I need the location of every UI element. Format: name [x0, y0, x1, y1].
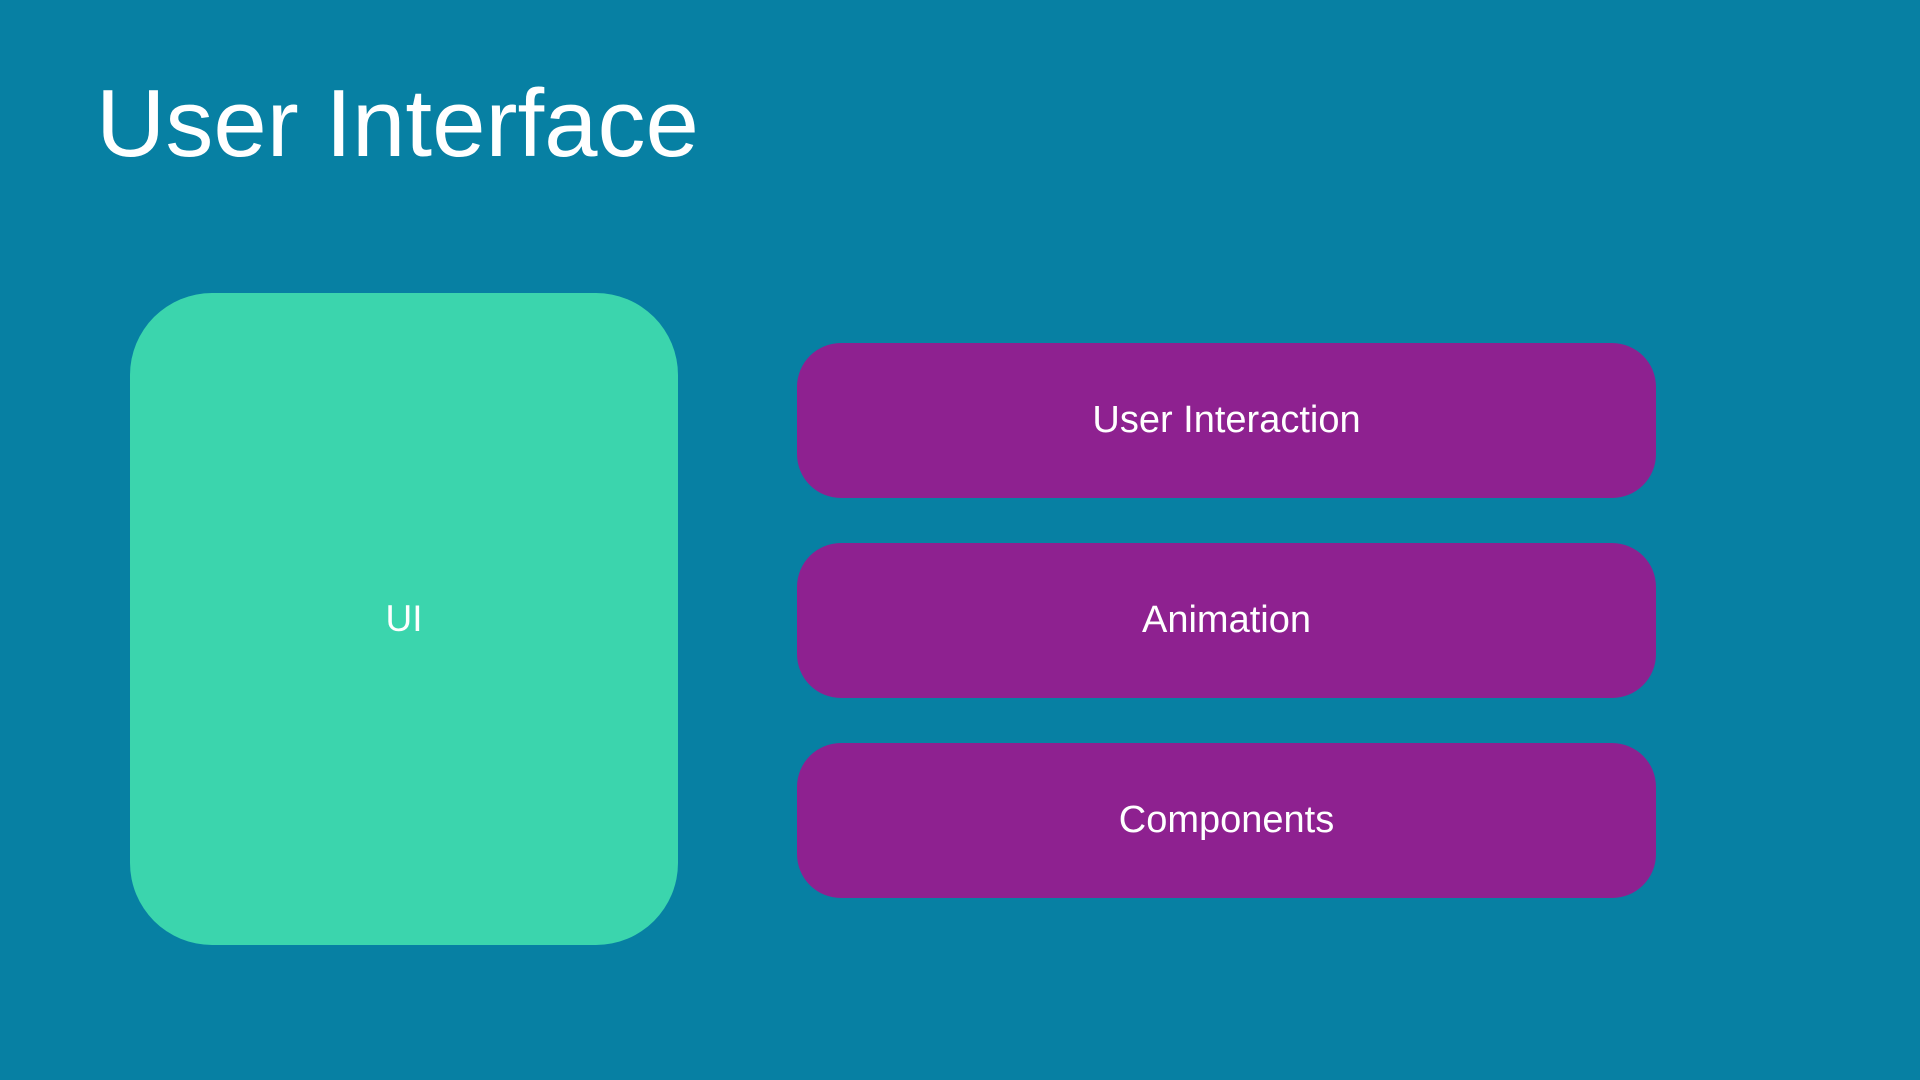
diagram-node-animation-label: Animation	[1142, 599, 1311, 641]
diagram-node-user-interaction: User Interaction	[797, 343, 1656, 498]
diagram-node-components-label: Components	[1118, 799, 1335, 841]
diagram-node-user-interaction-label: User Interaction	[1092, 399, 1361, 441]
page-title: User Interface	[96, 70, 699, 177]
diagram-node-animation: Animation	[797, 543, 1656, 698]
diagram-node-components: Components	[797, 743, 1656, 898]
diagram-node-ui: UI	[130, 293, 678, 945]
diagram-node-ui-label: UI	[385, 598, 423, 639]
